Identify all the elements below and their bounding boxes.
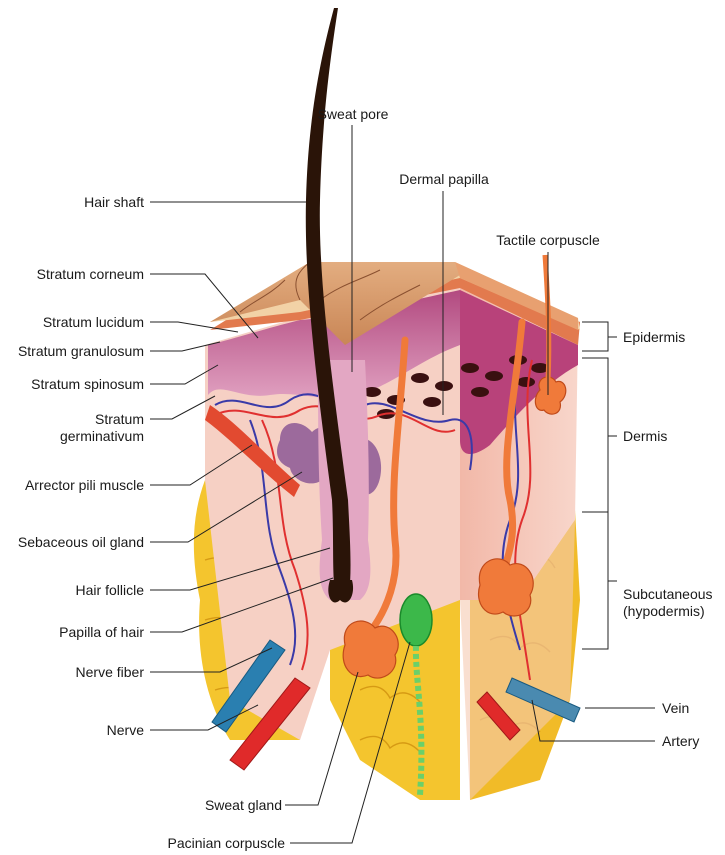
- label-sebaceous-oil-gland: Sebaceous oil gland: [17, 534, 144, 550]
- label-pacinian-corpuscle: Pacinian corpuscle: [167, 835, 285, 851]
- stratum-spinosum-layer: [208, 290, 460, 399]
- leader-lines: [150, 125, 655, 844]
- arrector-pili: [205, 405, 300, 497]
- label-stratum-lucidum: Stratum lucidum: [42, 314, 144, 330]
- label-nerve-fiber: Nerve fiber: [75, 664, 144, 680]
- pacinian-corpuscle-shape: [399, 593, 433, 647]
- label-vein: Vein: [662, 700, 690, 716]
- label-subcutaneous-line1: Subcutaneous: [623, 586, 713, 602]
- label-dermis: Dermis: [623, 428, 668, 444]
- label-subcutaneous-line2: (hypodermis): [623, 603, 705, 619]
- label-stratum-germinativum-line2: germinativum: [59, 428, 144, 444]
- label-stratum-corneum: Stratum corneum: [36, 266, 144, 282]
- label-stratum-spinosum: Stratum spinosum: [31, 376, 144, 392]
- artery-shape: [476, 691, 521, 741]
- nerve-shape: [211, 639, 286, 733]
- label-papilla-of-hair: Papilla of hair: [59, 624, 144, 640]
- left-artery-shape: [229, 677, 311, 771]
- label-subcutaneous: Subcutaneous (hypodermis): [623, 586, 713, 620]
- label-stratum-germinativum-line1: Stratum: [94, 411, 144, 427]
- label-artery: Artery: [662, 733, 700, 749]
- hair-shaft-shape: [305, 8, 351, 595]
- label-hair-shaft: Hair shaft: [84, 194, 144, 210]
- label-tactile-corpuscle: Tactile corpuscle: [496, 232, 600, 248]
- sweat-gland-coils: [342, 376, 567, 679]
- label-stratum-granulosum: Stratum granulosum: [17, 343, 144, 359]
- label-sweat-pore: Sweat pore: [317, 106, 389, 122]
- vein-shape: [505, 677, 581, 723]
- sweat-ducts: [371, 318, 526, 629]
- label-stratum-germinativum: Stratum germinativum: [4, 411, 144, 445]
- label-nerve: Nerve: [106, 722, 144, 738]
- label-sweat-gland: Sweat gland: [204, 797, 282, 813]
- label-arrector-pili-muscle: Arrector pili muscle: [24, 477, 144, 493]
- label-epidermis: Epidermis: [623, 329, 686, 345]
- label-dermal-papilla: Dermal papilla: [399, 171, 489, 187]
- label-hair-follicle: Hair follicle: [75, 582, 144, 598]
